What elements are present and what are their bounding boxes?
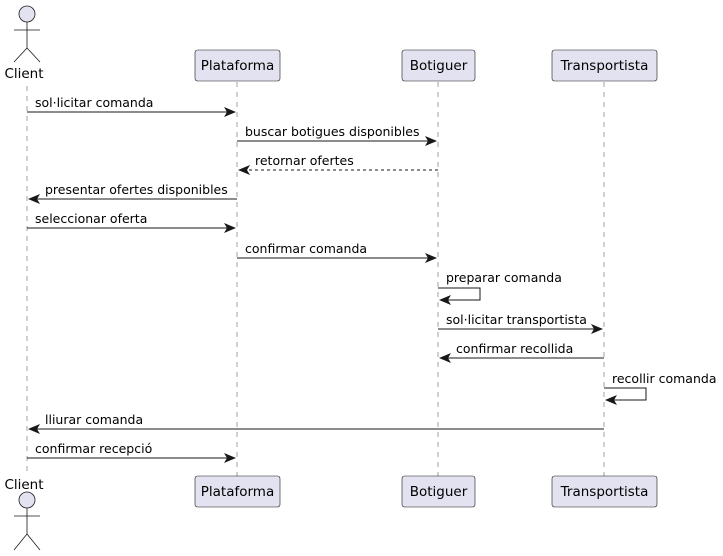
arrowhead-icon (439, 295, 451, 305)
participant-label-client-top: Client (4, 66, 43, 82)
message-2: buscar botigues disponibles (237, 124, 437, 146)
message-6: confirmar comanda (237, 241, 437, 263)
participant-label-transportista-bottom: Transportista (560, 484, 649, 500)
message-label: confirmar comanda (245, 241, 367, 256)
message-10-self: recollir comanda (604, 371, 716, 405)
participant-label-plataforma-bottom: Plataforma (201, 484, 274, 500)
arrowhead-icon (439, 353, 451, 363)
arrowhead-icon (425, 253, 437, 263)
actor-client-top: Client (4, 5, 44, 82)
participant-plataforma-bottom: Plataforma (194, 475, 281, 508)
arrowhead-icon (224, 223, 236, 233)
message-label: confirmar recepció (35, 441, 152, 456)
actor-head-icon (18, 491, 36, 509)
participant-botiguer-bottom: Botiguer (401, 475, 476, 508)
message-1: sol·licitar comanda (27, 95, 236, 117)
participant-label-botiguer-top: Botiguer (410, 58, 468, 74)
participant-botiguer-top: Botiguer (401, 49, 476, 82)
actor-head-icon (18, 5, 36, 23)
arrowhead-icon (28, 424, 40, 434)
message-5: seleccionar oferta (27, 211, 236, 233)
message-label: sol·licitar comanda (35, 95, 153, 110)
arrowhead-icon (605, 395, 617, 405)
participants-bottom: Client Plataforma Botiguer Transportista (4, 475, 658, 551)
participants-top: Client Plataforma Botiguer Transportista (4, 5, 658, 82)
message-label: seleccionar oferta (35, 211, 147, 226)
message-label: retornar ofertes (255, 153, 354, 168)
arrowhead-icon (591, 324, 603, 334)
lifelines (26, 82, 605, 476)
message-label: presentar ofertes disponibles (45, 182, 228, 197)
message-7-self: preparar comanda (438, 270, 562, 305)
participant-label-client-bottom: Client (4, 477, 43, 493)
participant-transportista-bottom: Transportista (551, 475, 658, 508)
arrowhead-icon (224, 107, 236, 117)
participant-plataforma-top: Plataforma (194, 49, 281, 82)
message-9: confirmar recollida (439, 341, 604, 363)
message-label: recollir comanda (612, 371, 716, 386)
message-label: lliurar comanda (45, 412, 143, 427)
arrowhead-icon (425, 136, 437, 146)
message-12: confirmar recepció (27, 441, 236, 463)
arrowhead-icon (238, 165, 250, 175)
participant-label-botiguer-bottom: Botiguer (410, 484, 468, 500)
message-3: retornar ofertes (238, 153, 438, 175)
message-label: sol·licitar transportista (446, 312, 587, 327)
message-11: lliurar comanda (28, 412, 604, 434)
participant-transportista-top: Transportista (551, 49, 658, 82)
arrowhead-icon (224, 453, 236, 463)
participant-label-plataforma-top: Plataforma (201, 58, 274, 74)
message-4: presentar ofertes disponibles (28, 182, 237, 204)
arrowhead-icon (28, 194, 40, 204)
actor-client-bottom: Client (4, 477, 44, 551)
messages: sol·licitar comanda buscar botigues disp… (27, 95, 716, 463)
message-8: sol·licitar transportista (438, 312, 603, 334)
participant-label-transportista-top: Transportista (560, 58, 649, 74)
message-label: buscar botigues disponibles (245, 124, 420, 139)
message-label: preparar comanda (446, 270, 562, 285)
message-label: confirmar recollida (456, 341, 573, 356)
